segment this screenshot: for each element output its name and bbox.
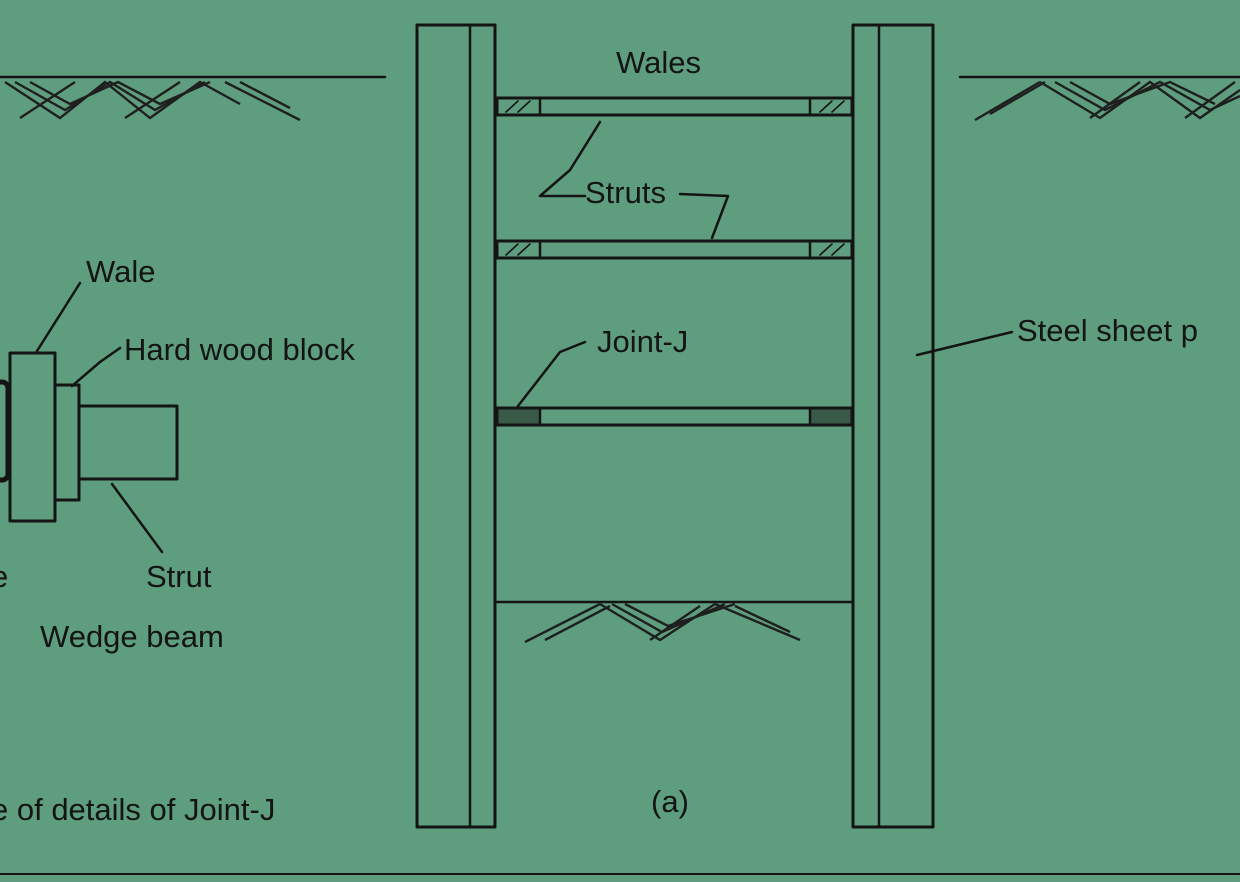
joint-j-label: Joint-J: [597, 324, 688, 359]
struts-leader-1: [538, 120, 602, 198]
struts-leader-2: [678, 192, 730, 240]
soil-hatch-right: [974, 80, 1240, 122]
wales-label: Wales: [616, 45, 701, 80]
hard-wood-block-leader: [70, 346, 122, 388]
strut-label: Strut: [146, 559, 212, 594]
wale-label: Wale: [86, 254, 155, 289]
steel-sheet-pile-leader: [915, 330, 1014, 357]
sheet-pile-left: [415, 23, 497, 829]
strut-end: [77, 404, 179, 481]
wale-leader: [35, 281, 82, 353]
detail-caption: e of details of Joint-J: [0, 792, 275, 827]
steel-sheet-pile-label: Steel sheet p: [1017, 313, 1198, 348]
wedge-beam-label: Wedge beam: [40, 619, 224, 654]
sheet-pile-fragment: [0, 379, 11, 483]
strut-1: [495, 96, 854, 117]
left-fragment-label: e: [0, 559, 8, 594]
strut-3: [495, 406, 854, 427]
hard-wood-block-label: Hard wood block: [124, 332, 355, 367]
soil-hatch-left: [4, 80, 301, 122]
strut-leader: [110, 482, 164, 554]
panel-caption: (a): [651, 784, 689, 819]
strut-2: [495, 239, 854, 260]
joint-detail: [0, 351, 179, 523]
soil-hatch-bottom: [524, 602, 801, 644]
struts-label: Struts: [585, 175, 666, 210]
joint-leader: [516, 340, 587, 408]
